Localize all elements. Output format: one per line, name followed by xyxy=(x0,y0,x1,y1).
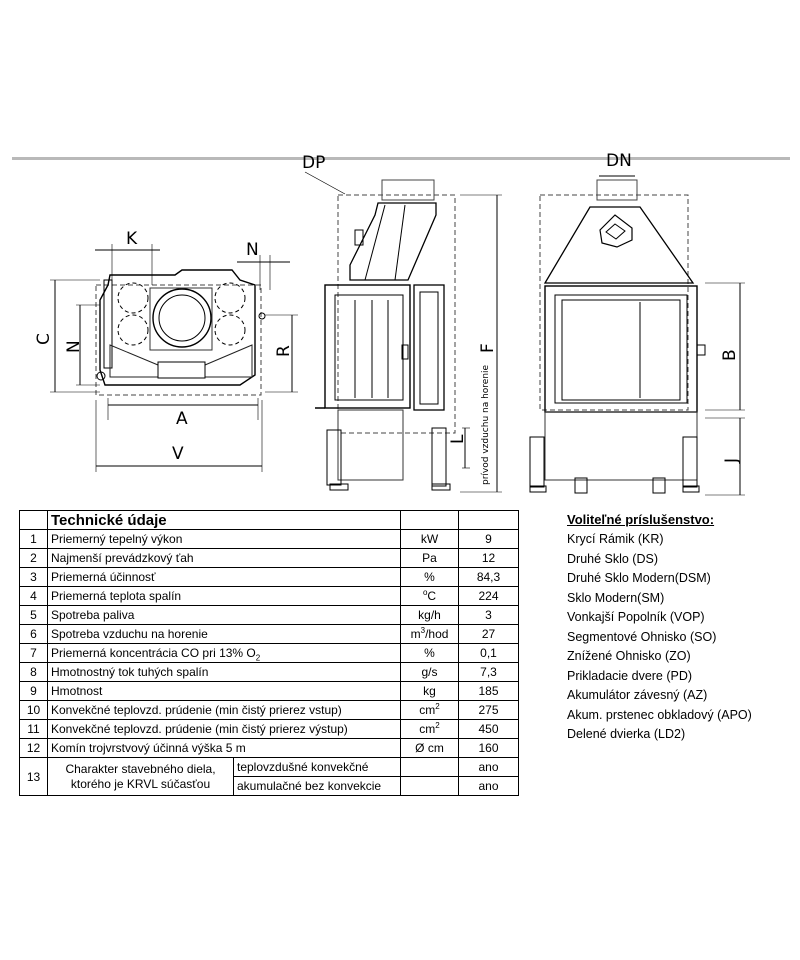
side-view-drawing: DP F L prívod vzduchu na horenie xyxy=(302,153,502,493)
list-item: Krycí Rámik (KR) xyxy=(567,532,664,546)
list-item: Akum. prstenec obkladový (APO) xyxy=(567,707,752,722)
table-row-13b: akumulačné bez konvekcie ano xyxy=(20,776,520,796)
table-row: 6 Spotreba vzduchu na horenie m3/hod 27 xyxy=(19,624,520,644)
table-row: 9 Hmotnost kg 185 xyxy=(19,681,520,701)
dim-label-dp: DP xyxy=(302,153,325,173)
table-row: 1 Priemerný tepelný výkon kW 9 xyxy=(19,529,520,549)
technical-drawings: C N K N R A V xyxy=(34,151,745,496)
dim-label-b: B xyxy=(720,349,740,361)
dim-label-n-left: N xyxy=(64,340,84,353)
list-item: Akumulátor závesný (AZ) xyxy=(567,688,708,702)
table-row: 8 Hmotnostný tok tuhých spalín g/s 7,3 xyxy=(19,662,520,682)
dim-label-v: V xyxy=(172,444,184,464)
table-row: 11 Konvekčné teplovzd. prúdenie (min čis… xyxy=(19,719,520,739)
dim-label-l: L xyxy=(448,434,468,444)
air-supply-label: prívod vzduchu na horenie xyxy=(481,364,491,485)
dim-label-n-right: N xyxy=(246,240,259,260)
table-row: 10 Konvekčné teplovzd. prúdenie (min čis… xyxy=(19,700,520,720)
dim-label-j: J xyxy=(722,458,742,464)
list-item: Prikladacie dvere (PD) xyxy=(567,668,693,683)
table-row: 4 Priemerná teplota spalín oC 224 xyxy=(19,586,520,606)
table-row: 5 Spotreba paliva kg/h 3 xyxy=(19,605,520,625)
front-view-drawing: DN B J xyxy=(529,151,745,496)
list-item: Znížené Ohnisko (ZO) xyxy=(567,649,691,663)
optional-accessories: Voliteľné príslušenstvo: Krycí Rámik (KR… xyxy=(567,510,792,745)
table-row: 12 Komín trojvrstvový účinná výška 5 m Ø… xyxy=(19,738,520,758)
dim-label-f: F xyxy=(478,343,498,353)
list-item: Vonkajší Popolník (VOP) xyxy=(567,610,705,624)
top-view-drawing: C N K N R A V xyxy=(34,229,298,472)
dim-label-k: K xyxy=(126,229,138,249)
table-title-row: Technické údaje xyxy=(19,510,520,530)
table-row: 3 Priemerná účinnosť % 84,3 xyxy=(19,567,520,587)
accessories-title: Voliteľné príslušenstvo: xyxy=(567,512,715,527)
table-title: Technické údaje xyxy=(46,510,402,530)
list-item: Druhé Sklo (DS) xyxy=(567,551,658,566)
list-item: Segmentové Ohnisko (SO) xyxy=(567,629,717,644)
list-item: Druhé Sklo Modern(DSM) xyxy=(567,571,711,585)
table-row: 2 Najmenší prevádzkový ťah Pa 12 xyxy=(19,548,520,568)
technical-data-table: Technické údaje 1 Priemerný tepelný výko… xyxy=(19,510,520,796)
dim-label-r: R xyxy=(274,345,294,357)
accessories-list: Krycí Rámik (KR) Druhé Sklo (DS) Druhé S… xyxy=(567,530,792,745)
dim-label-dn: DN xyxy=(606,151,632,171)
table-row: 7 Priemerná koncentrácia CO pri 13% O2 %… xyxy=(19,643,520,663)
table-row-13: 13 Charakter stavebného diela, ktorého j… xyxy=(19,757,520,796)
list-item: Sklo Modern(SM) xyxy=(567,590,665,605)
dim-label-c: C xyxy=(34,333,54,345)
top-divider-line xyxy=(12,157,790,160)
dim-label-a: A xyxy=(176,409,188,429)
list-item: Delené dvierka (LD2) xyxy=(567,727,686,741)
